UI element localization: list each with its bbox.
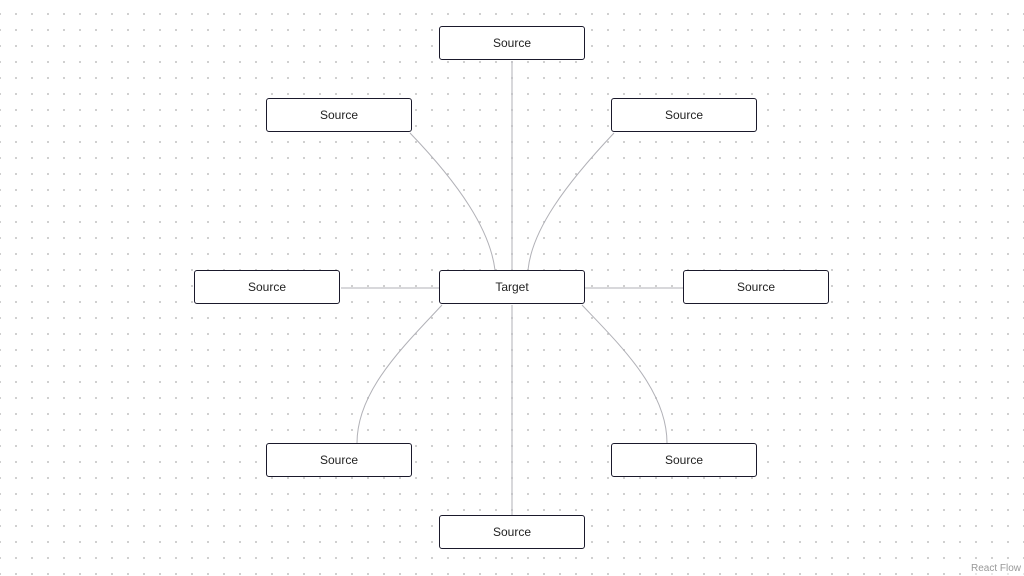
edge-top-left[interactable] [409,132,496,271]
node-label: Source [664,108,704,122]
node-label: Source [492,525,532,539]
source-node-top-right[interactable]: Source [611,98,757,132]
target-node[interactable]: Target [439,270,585,304]
node-label: Source [664,453,704,467]
node-label: Target [495,280,529,294]
node-label: Source [736,280,776,294]
edge-bottom-right[interactable] [581,304,668,444]
source-node-bottom-left[interactable]: Source [266,443,412,477]
edge-bottom-left[interactable] [356,304,443,444]
node-label: Source [492,36,532,50]
source-node-top[interactable]: Source [439,26,585,60]
node-label: Source [319,453,359,467]
source-node-right[interactable]: Source [683,270,829,304]
node-label: Source [247,280,287,294]
source-node-left[interactable]: Source [194,270,340,304]
node-label: Source [319,108,359,122]
source-node-bottom[interactable]: Source [439,515,585,549]
source-node-bottom-right[interactable]: Source [611,443,757,477]
source-node-top-left[interactable]: Source [266,98,412,132]
edge-top-right[interactable] [527,132,615,271]
attribution-link[interactable]: React Flow [967,561,1024,576]
